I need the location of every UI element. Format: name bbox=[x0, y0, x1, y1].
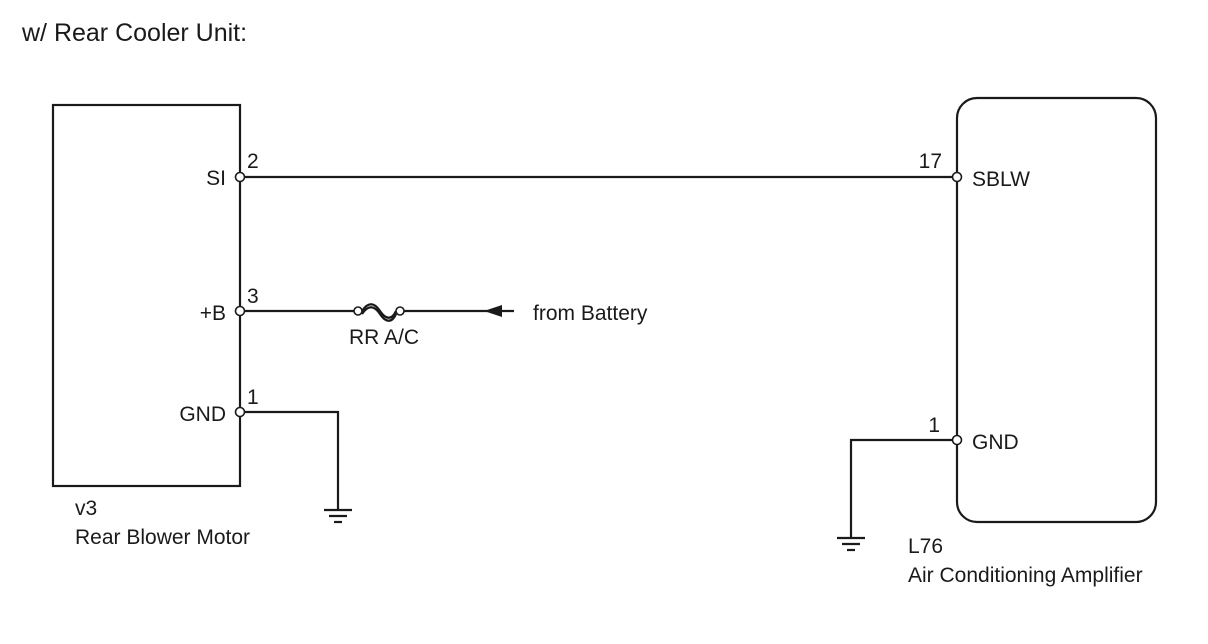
ground-icon bbox=[837, 536, 865, 552]
fuse-label: RR A/C bbox=[349, 326, 419, 349]
wire-motor-gnd bbox=[244, 410, 340, 510]
amp-pin-label: GND bbox=[972, 431, 1019, 454]
amp-pin-label: SBLW bbox=[972, 168, 1030, 191]
fuse-terminal-left bbox=[353, 306, 363, 316]
wire-amp-gnd bbox=[849, 438, 953, 538]
motor-code: v3 bbox=[75, 497, 97, 520]
motor-pin-label: GND bbox=[179, 403, 226, 426]
amp-pin-number: 1 bbox=[928, 414, 940, 437]
fuse-element-inner bbox=[361, 306, 398, 322]
amplifier-code: L76 bbox=[908, 535, 943, 558]
fuse-element bbox=[361, 303, 398, 319]
diagram-title: w/ Rear Cooler Unit: bbox=[21, 19, 247, 47]
ground-icon bbox=[324, 508, 352, 524]
ac-amplifier-box bbox=[955, 96, 1158, 524]
motor-pin-label: +B bbox=[200, 302, 226, 325]
fuse-symbol bbox=[353, 303, 405, 322]
motor-pin-label: SI bbox=[206, 167, 226, 190]
amp-terminal-gnd bbox=[951, 434, 963, 446]
motor-terminal-b bbox=[234, 305, 246, 317]
power-source-label: from Battery bbox=[533, 302, 648, 325]
motor-terminal-si bbox=[234, 171, 246, 183]
motor-pin-number: 1 bbox=[247, 386, 259, 409]
rear-blower-motor-box bbox=[51, 103, 242, 488]
motor-pin-number: 3 bbox=[247, 285, 259, 308]
amplifier-name: Air Conditioning Amplifier bbox=[908, 564, 1143, 587]
motor-name: Rear Blower Motor bbox=[75, 526, 250, 549]
fuse-terminal-right bbox=[395, 306, 405, 316]
motor-terminal-gnd bbox=[234, 406, 246, 418]
motor-pin-number: 2 bbox=[247, 150, 259, 173]
amp-terminal-sblw bbox=[951, 171, 963, 183]
amp-pin-number: 17 bbox=[919, 150, 942, 173]
arrow-from-battery-icon bbox=[484, 305, 502, 317]
